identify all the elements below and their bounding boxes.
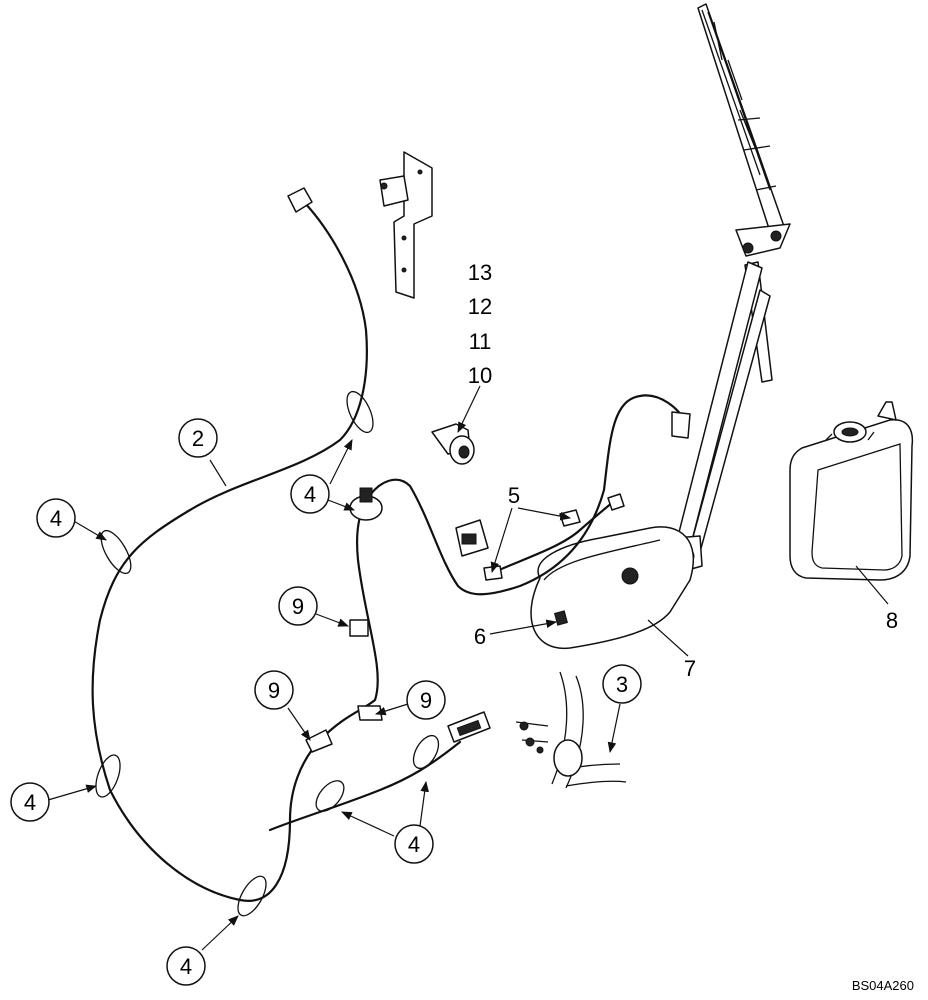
label-10: 10 bbox=[468, 363, 492, 388]
callout-9-left: 9 bbox=[254, 670, 294, 710]
mounting-bracket bbox=[379, 151, 433, 299]
callout-4-text: 4 bbox=[180, 954, 192, 979]
label-6: 6 bbox=[474, 624, 486, 649]
callout-2: 2 bbox=[178, 418, 218, 458]
washer-reservoir bbox=[789, 401, 914, 581]
callout-4-bottom: 4 bbox=[166, 946, 206, 986]
figure-reference-code: BS04A260 bbox=[852, 978, 914, 993]
label-8: 8 bbox=[886, 608, 898, 633]
callout-4-text: 4 bbox=[24, 790, 36, 815]
callout-4-text: 4 bbox=[50, 506, 62, 531]
callout-4-text: 4 bbox=[304, 482, 316, 507]
callout-3-text: 3 bbox=[616, 672, 628, 697]
callout-9-upper: 9 bbox=[278, 586, 318, 626]
callout-2-text: 2 bbox=[192, 426, 204, 451]
label-11: 11 bbox=[469, 329, 492, 354]
label-13: 13 bbox=[468, 260, 492, 285]
switch-assembly bbox=[431, 423, 475, 465]
callout-9-right: 9 bbox=[406, 680, 446, 720]
connector-block bbox=[455, 519, 489, 557]
callout-9-text: 9 bbox=[420, 688, 432, 713]
callout-4-center-lower: 4 bbox=[394, 824, 434, 864]
cable-ties bbox=[95, 390, 440, 917]
frame-hose-assembly bbox=[515, 671, 627, 789]
callout-3: 3 bbox=[602, 664, 642, 704]
callout-9-text: 9 bbox=[292, 594, 304, 619]
wire-clips bbox=[305, 729, 333, 753]
wiper-motor bbox=[530, 526, 695, 649]
callout-4-text: 4 bbox=[408, 832, 420, 857]
callout-9-text: 9 bbox=[268, 678, 280, 703]
callout-4-left-upper: 4 bbox=[36, 498, 76, 538]
leader-lines bbox=[47, 385, 889, 951]
callout-4-left-lower: 4 bbox=[10, 782, 50, 822]
label-12: 12 bbox=[468, 294, 492, 319]
label-5: 5 bbox=[508, 483, 520, 508]
label-7: 7 bbox=[684, 656, 696, 681]
callout-4-center-upper: 4 bbox=[290, 474, 330, 514]
wire-harness-main bbox=[91, 200, 686, 902]
